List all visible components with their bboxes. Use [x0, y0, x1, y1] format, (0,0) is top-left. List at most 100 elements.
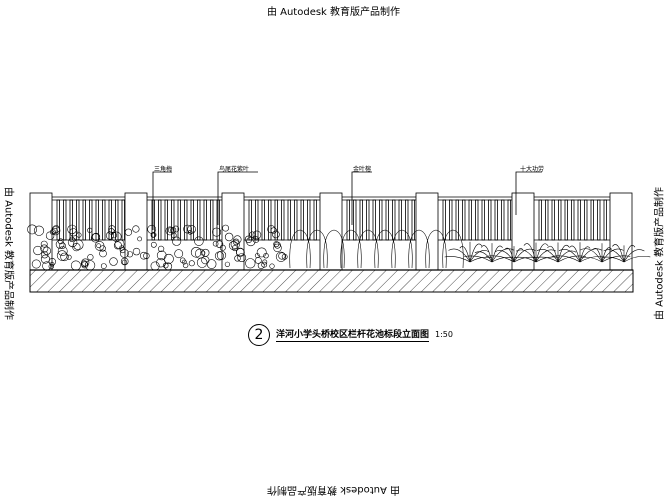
fence-pillar — [415, 192, 439, 271]
fence-bar — [366, 199, 370, 241]
shrub-leaf — [72, 239, 84, 250]
fence-bar — [171, 199, 175, 241]
round-shrub — [340, 229, 362, 269]
drawing-number: 2 — [248, 324, 270, 346]
shrub-leaf — [99, 245, 106, 252]
shrub-leaf — [80, 260, 88, 268]
round-shrub — [289, 229, 311, 269]
shrub-leaf — [31, 259, 41, 269]
shrub-leaf — [156, 250, 167, 261]
fence-bar — [69, 199, 73, 241]
shrub-leaf — [190, 247, 202, 258]
palm-frond — [485, 255, 515, 263]
shrub-leaf — [228, 241, 238, 251]
shrub-leaf — [261, 261, 268, 268]
fence-bar — [89, 199, 93, 241]
shrub-leaf — [150, 241, 157, 248]
fence-bar — [385, 199, 389, 241]
round-shrub — [374, 229, 396, 269]
shrub-leaf — [57, 246, 68, 256]
shrub-leaf — [252, 230, 262, 240]
fence-bar — [95, 199, 99, 241]
palm-frond — [623, 245, 636, 263]
shrub-leaf — [233, 235, 242, 244]
fence-bar — [255, 199, 259, 241]
shrub-leaf — [212, 227, 222, 237]
shrub-leaf — [132, 247, 141, 256]
fence-bar — [590, 199, 594, 241]
palm-frond — [464, 255, 493, 263]
shrub-leaf — [137, 236, 142, 242]
palm-frond — [494, 250, 515, 263]
shrub-leaf — [214, 251, 224, 261]
shrub-leaf — [40, 240, 48, 248]
shrub-leaf — [179, 257, 186, 264]
drawing-title: 洋河小学头桥校区栏杆花池标段立面图 — [276, 329, 430, 342]
shrub-leaf — [42, 246, 52, 255]
shrub-leaf — [172, 225, 180, 233]
shrub-leaf — [254, 257, 262, 264]
fence-bar — [475, 199, 479, 241]
fence-bar — [190, 199, 194, 241]
shrub-leaf — [196, 257, 208, 268]
fence-bar — [603, 199, 607, 241]
fence-bar — [411, 199, 415, 241]
fence-pillar — [124, 192, 148, 271]
shrub-leaf — [113, 241, 122, 250]
fence-bar — [584, 199, 588, 241]
fence-bar — [268, 199, 272, 241]
shrub-leaf — [187, 225, 196, 234]
shrub-leaf — [120, 248, 129, 258]
shrub-leaf — [92, 232, 101, 241]
shrub-leaf — [215, 240, 224, 248]
shrub-leaf — [72, 243, 81, 252]
round-shrub — [306, 229, 328, 269]
round-shrub — [357, 229, 379, 269]
palm-frond — [491, 248, 515, 263]
fence-bar — [359, 199, 363, 241]
shrub-leaf — [275, 251, 287, 262]
shrub-leaf — [206, 259, 217, 269]
drawing-title-block: 2 洋河小学头桥校区栏杆花池标段立面图 1:50 — [248, 324, 453, 346]
shrub-leaf — [45, 231, 55, 240]
shrub-leaf — [182, 262, 189, 269]
shrub-leaf — [59, 242, 66, 249]
shrub-leaf — [165, 226, 175, 236]
palm-frond — [557, 244, 570, 263]
fence-bar — [405, 199, 409, 241]
shrub-leaf — [187, 230, 193, 235]
fence-bar — [108, 199, 112, 241]
shrub-leaf — [273, 243, 282, 253]
shrub-leaf — [270, 227, 277, 234]
shrub-leaf — [224, 232, 234, 242]
fence-bar — [442, 199, 446, 241]
shrub-leaf — [269, 263, 275, 269]
shrub-leaf — [27, 224, 37, 235]
shrub-leaf — [40, 244, 49, 253]
shrub-leaf — [66, 254, 72, 260]
fence-bar — [115, 199, 119, 241]
shrub-leaf — [96, 243, 101, 248]
shrub-leaf — [252, 236, 260, 243]
shrub-leaf — [81, 261, 89, 269]
palm-frond — [535, 243, 549, 263]
shrub-leaf — [262, 259, 268, 265]
fence-bar — [577, 199, 581, 241]
palm-frond — [558, 248, 581, 263]
fence-bar — [564, 199, 568, 241]
shrub-leaf — [222, 224, 229, 232]
shrub-leaf — [114, 239, 125, 249]
shrub-leaf — [124, 228, 133, 236]
shrub-leaf — [140, 251, 148, 260]
shrub-leaf — [273, 241, 280, 248]
shrub-leaf — [174, 249, 184, 259]
palm-frond — [579, 256, 605, 263]
shrub-leaf — [281, 253, 288, 260]
shrub-leaf — [256, 247, 267, 258]
fence-bar — [164, 199, 168, 241]
shrub-leaf — [156, 258, 166, 268]
plant-label-3: 金叶榕 — [353, 166, 372, 173]
drawing-scale: 1:50 — [435, 330, 453, 339]
palm-frond — [474, 251, 493, 263]
